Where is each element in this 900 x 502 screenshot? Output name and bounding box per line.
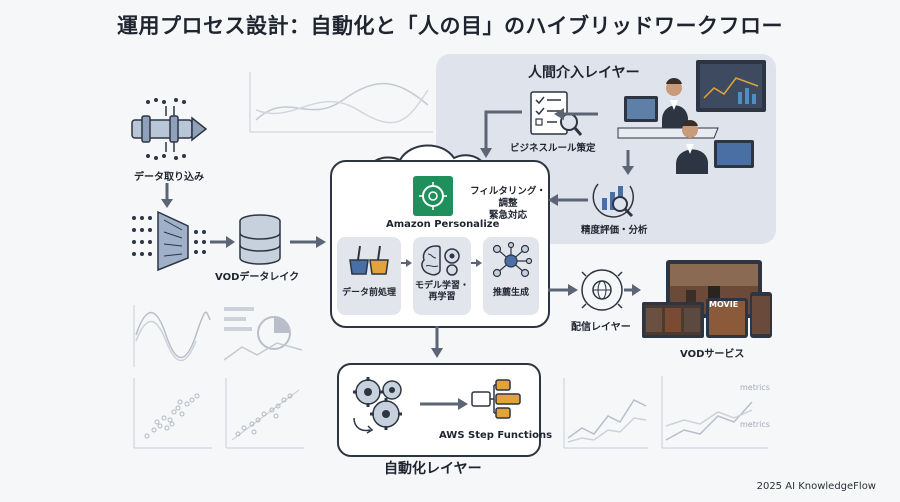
analytics-magnifier-icon [592, 183, 634, 218]
arrow-ingest-to-funnel [161, 183, 173, 208]
decor-wave-chart-icon [249, 72, 433, 133]
decor-line-chart-icon-1 [563, 378, 648, 449]
decor-scatter-icon-2 [225, 378, 304, 449]
vod-service-label: VODサービス [680, 349, 745, 360]
arrow-funnel-to-lake [210, 236, 235, 248]
decor-metrics-label-1: metrics [740, 383, 770, 392]
database-icon [239, 214, 281, 265]
arrow-training-to-recommend [471, 259, 482, 267]
cleaning-broom-icon [349, 245, 389, 275]
filter-adjust-label: フィルタリング・ 調整 緊急対応 [470, 186, 546, 222]
automation-layer-title: 自動化レイヤー [384, 461, 482, 477]
arrow-personalize-to-delivery [548, 284, 578, 296]
data-funnel-icon [132, 210, 206, 272]
decor-scatter-icon-1 [133, 378, 212, 449]
network-nodes-icon [492, 241, 533, 278]
data-ingestion-icon [131, 98, 208, 160]
vod-poster-text: MOVIE [709, 300, 739, 309]
arrow-rules-to-personalize [480, 108, 598, 158]
step-preprocess-card [337, 237, 401, 315]
decor-metrics-label-2: metrics [740, 420, 770, 429]
delivery-label: 配信レイヤー [571, 322, 631, 333]
step-functions-icon [471, 379, 521, 419]
arrow-eval-to-personalize [548, 194, 588, 206]
operators-desk-illustration [617, 60, 766, 174]
human-layer-title: 人間介入レイヤー [528, 65, 640, 81]
footer-credit: 2025 AI KnowledgeFlow [756, 481, 876, 492]
accuracy-eval-label: 精度評価・分析 [581, 225, 648, 236]
arrow-gears-to-stepfunctions [420, 398, 468, 410]
business-rules-label: ビジネスルール策定 [510, 143, 596, 154]
datalake-label: VODデータレイク [215, 272, 300, 283]
filter-label-line-2: 調整 [498, 198, 518, 209]
arrow-preprocess-to-training [401, 259, 412, 267]
step-preprocess-label: データ前処理 [341, 288, 396, 298]
arrow-operators-to-eval [622, 150, 634, 175]
decor-sine-icon [133, 305, 211, 367]
decor-dashboard-icon [223, 307, 303, 361]
personalize-logo-icon [413, 176, 453, 216]
vod-devices-illustration [642, 260, 772, 338]
arrow-personalize-to-automation [431, 326, 443, 358]
step-recommend-label: 推薦生成 [492, 288, 529, 298]
gears-cycle-icon [353, 377, 402, 434]
arrow-lake-to-personalize [290, 236, 326, 248]
step-training-label: モデル学習・ 再学習 [413, 281, 471, 303]
personalize-name: Amazon Personalize [386, 219, 500, 230]
filter-label-line-1: フィルタリング・ [470, 186, 546, 197]
filter-label-line-3: 緊急対応 [488, 210, 527, 221]
automation-service-label: AWS Step Functions [439, 430, 553, 441]
step-training-line-1: モデル学習・ [414, 281, 469, 291]
step-training-line-2: 再学習 [428, 292, 456, 302]
globe-distribution-icon [581, 269, 623, 311]
ingest-label: データ取り込み [134, 172, 204, 183]
brain-gear-icon [421, 245, 460, 276]
decor-line-chart-icon-2 [661, 376, 768, 449]
arrow-delivery-to-vod [624, 284, 641, 296]
step-training-card [413, 237, 471, 315]
page-title: 運用プロセス設計：自動化と「人の目」のハイブリッドワークフロー [116, 14, 784, 38]
